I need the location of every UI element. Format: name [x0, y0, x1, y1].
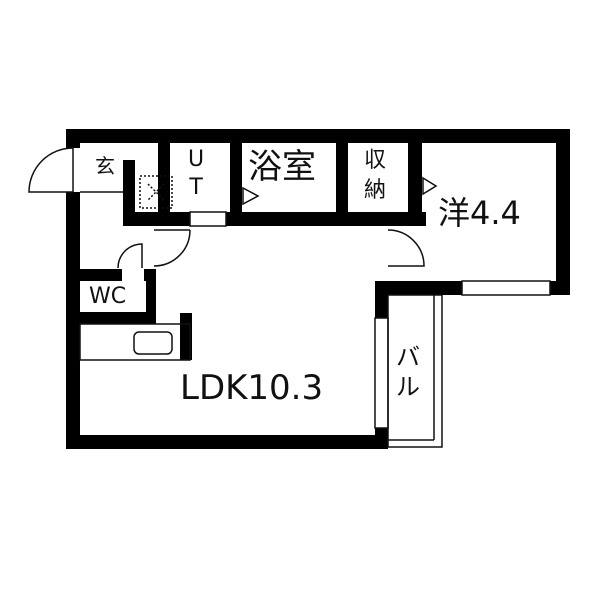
wall-wc-bottom — [66, 312, 156, 324]
ldk-door-gap — [148, 226, 160, 266]
kitchen-sink — [133, 331, 173, 355]
entrance-door-swing — [28, 147, 74, 193]
wall-ut-left — [158, 129, 170, 226]
fixtures — [79, 175, 438, 361]
balcony-window — [374, 317, 389, 429]
wall-storage-right — [408, 129, 422, 226]
western-door-gap — [375, 228, 388, 276]
balcony-outline — [387, 294, 443, 448]
wall-wc-right — [146, 269, 156, 324]
bath-label: 浴室 — [248, 147, 316, 187]
wc-door-gap — [122, 269, 144, 281]
western-window — [461, 280, 551, 296]
western-room-label: 洋4.4 — [438, 194, 521, 232]
wall-left — [66, 129, 80, 449]
balcony-label: バ ル — [396, 343, 420, 401]
wall-wet-left — [123, 160, 135, 226]
washer-pan — [139, 175, 173, 209]
wall-right — [556, 129, 570, 295]
utility-label: U T — [188, 147, 205, 200]
storage-label: 収 納 — [364, 148, 387, 203]
wall-bottom — [66, 435, 388, 449]
ut-door-triangle — [242, 186, 260, 206]
openings — [66, 148, 551, 429]
door-swings — [28, 147, 425, 269]
wall-top — [66, 129, 570, 143]
ldk-label: LDK10.3 — [180, 368, 324, 408]
ut-window — [189, 211, 227, 227]
entrance-label: 玄 — [95, 154, 115, 178]
western-door-swing — [387, 229, 425, 267]
toilet-label: WC — [89, 284, 127, 309]
balcony-rail — [387, 294, 443, 448]
wall-bath-right — [336, 129, 348, 226]
wall-bath-left — [230, 129, 242, 226]
wc-door-swing — [117, 243, 143, 269]
storage-door-triangle — [422, 176, 438, 196]
ldk-door-swing — [153, 229, 191, 267]
kitchen-counter — [79, 323, 191, 361]
